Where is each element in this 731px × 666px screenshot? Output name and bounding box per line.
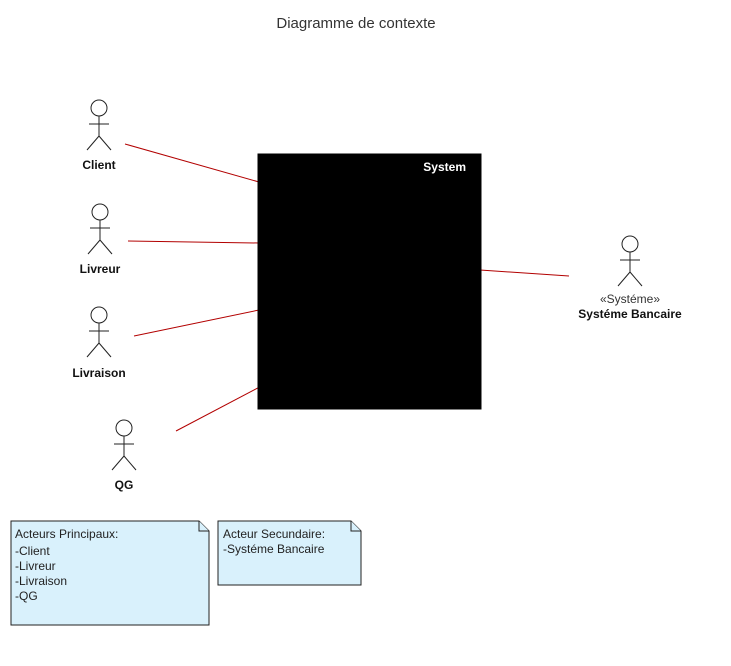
association-livreur-system[interactable] (127, 240, 260, 244)
note-shape (10, 520, 210, 626)
note-fold-icon (198, 521, 209, 532)
actor-client[interactable]: Client (82, 99, 116, 172)
actor-label: Livreur (80, 262, 121, 276)
association-system-bancaire[interactable] (479, 269, 570, 277)
note-fold-icon (350, 521, 361, 532)
note-shape (217, 520, 362, 586)
note-line: Acteur Secundaire: (223, 527, 325, 541)
stick-figure-icon (86, 99, 112, 151)
note-line: Acteurs Principaux: (15, 527, 118, 541)
actor-label: Systéme Bancaire (578, 307, 682, 321)
note-primary-actors[interactable]: Acteurs Principaux: -Client -Livreur -Li… (10, 520, 210, 626)
note-line: -Livreur (15, 559, 56, 573)
system-label: System (423, 160, 466, 174)
note-line: -Client (15, 544, 50, 558)
association-client-system[interactable] (124, 143, 260, 183)
actor-livraison[interactable]: Livraison (72, 306, 126, 380)
actor-label: Client (82, 158, 115, 172)
actor-label: Livraison (72, 366, 125, 380)
actor-qg[interactable]: QG (111, 419, 137, 492)
association-qg-system[interactable] (175, 379, 274, 432)
actor-systeme-bancaire[interactable]: «Systéme» Systéme Bancaire (578, 235, 682, 321)
system-box[interactable] (257, 153, 482, 410)
stick-figure-icon (617, 235, 643, 287)
stick-figure-icon (86, 306, 112, 358)
stick-figure-icon (87, 203, 113, 255)
system-boundary[interactable]: System (257, 153, 482, 410)
actor-livreur[interactable]: Livreur (80, 203, 121, 276)
note-line: -Livraison (15, 574, 67, 588)
actor-stereotype: «Systéme» (600, 292, 660, 306)
diagram-title: Diagramme de contexte (276, 15, 435, 32)
note-line: -Systéme Bancaire (223, 542, 325, 556)
association-livraison-system[interactable] (133, 309, 260, 337)
note-secondary-actor[interactable]: Acteur Secundaire: -Systéme Bancaire (217, 520, 362, 586)
note-line: -QG (15, 589, 38, 603)
actor-label: QG (115, 478, 134, 492)
stick-figure-icon (111, 419, 137, 471)
